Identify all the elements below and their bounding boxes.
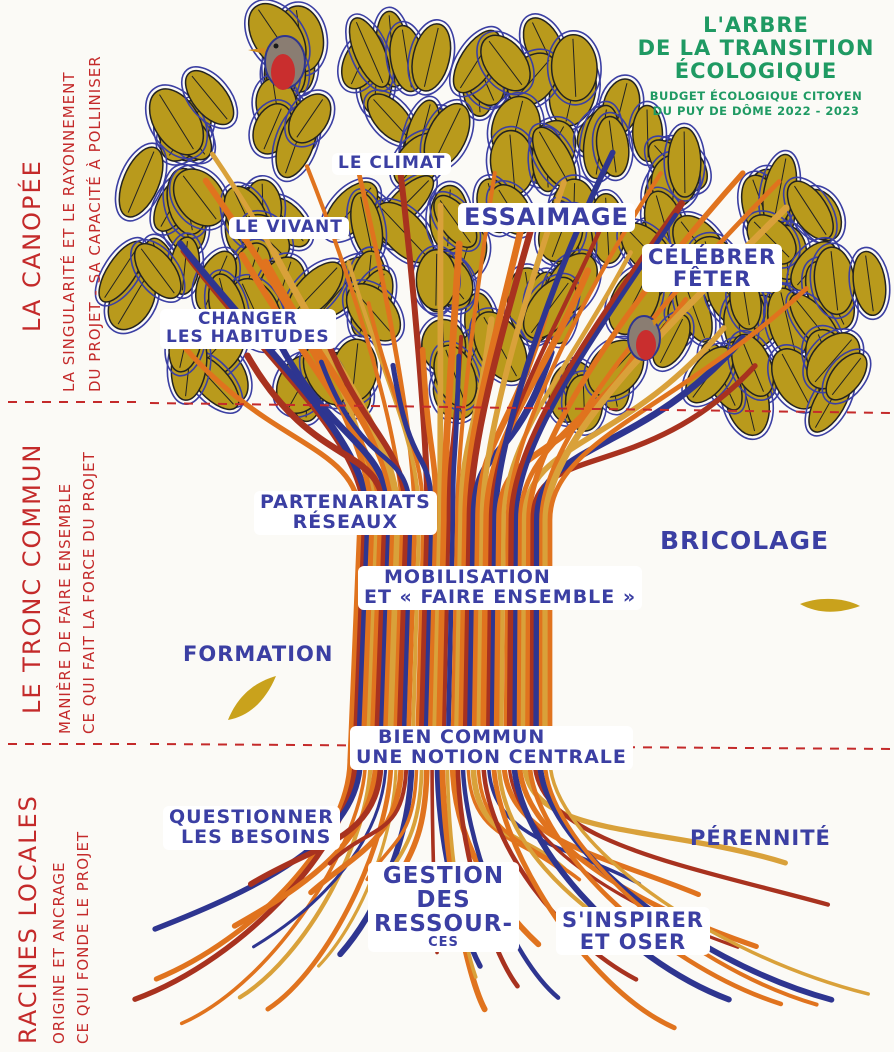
- label-partenariats: PARTENARIATS RÉSEAUX: [254, 491, 437, 535]
- section-trunk-line2: CE QUI FAIT LA FORCE DU PROJET: [80, 451, 98, 734]
- label-changer-line2: LES HABITUDES: [166, 326, 330, 347]
- label-perennite: PÉRENNITÉ: [690, 826, 831, 850]
- tree-trunk: [168, 149, 809, 764]
- label-gestion-line1: GESTION: [382, 863, 505, 889]
- label-bricolage: BRICOLAGE: [660, 526, 830, 555]
- label-essaimage: ESSAIMAGE: [458, 203, 635, 233]
- label-inspirer-line2: ET OSER: [579, 930, 687, 955]
- section-trunk: LE TRONC COMMUN MANIÈRE DE FAIRE ENSEMBL…: [18, 404, 98, 734]
- divider-trunk-roots: [149, 743, 894, 750]
- label-inspirer-oser: S'INSPIRER ET OSER: [556, 907, 710, 956]
- label-mobilisation-line1: MOBILISATION: [384, 566, 551, 588]
- label-celebrer: CÉLÉBRER FÊTER: [642, 244, 783, 293]
- label-partenariats-line2: RÉSEAUX: [292, 510, 399, 533]
- label-celebrer-line2: FÊTER: [672, 267, 752, 292]
- label-questionner-line2: LES BESOINS: [181, 825, 332, 848]
- tree-roots: [132, 757, 870, 1031]
- label-questionner: QUESTIONNER LES BESOINS: [163, 806, 340, 850]
- label-inspirer-line1: S'INSPIRER: [562, 908, 704, 932]
- subtitle-line-2: DU PUY DE DÔME 2022 - 2023: [652, 104, 860, 118]
- falling-leaf: [228, 676, 276, 720]
- section-canopy-line2: DU PROJET - SA CAPACITÉ À POLLINISER: [86, 55, 104, 392]
- label-le-vivant: LE VIVANT: [229, 217, 349, 239]
- section-canopy: LA CANOPÉE LA SINGULARITÉ ET LE RAYONNEM…: [18, 2, 104, 392]
- bird-icon: [248, 35, 306, 90]
- section-trunk-line1: MANIÈRE DE FAIRE ENSEMBLE: [56, 482, 74, 734]
- section-trunk-heading: LE TRONC COMMUN: [18, 442, 46, 714]
- section-roots-line1: ORIGINE ET ANCRAGE: [50, 861, 68, 1044]
- label-bien-commun: BIEN COMMUN UNE NOTION CENTRALE: [350, 726, 633, 770]
- label-le-climat: LE CLIMAT: [332, 153, 452, 175]
- divider-canopy-trunk: [149, 402, 894, 414]
- section-roots-heading: RACINES LOCALES: [14, 794, 42, 1044]
- label-changer-line1: CHANGER: [197, 309, 298, 329]
- section-canopy-heading: LA CANOPÉE: [18, 159, 46, 332]
- label-gestion-line4: CES: [428, 935, 459, 951]
- section-canopy-line1: LA SINGULARITÉ ET LE RAYONNEMENT: [60, 71, 78, 392]
- label-partenariats-line1: PARTENARIATS: [260, 491, 431, 513]
- label-questionner-line1: QUESTIONNER: [169, 806, 334, 828]
- section-roots-line2: CE QUI FONDE LE PROJET: [74, 830, 92, 1044]
- label-gestion-line2: DES: [416, 887, 471, 914]
- falling-leaf: [800, 598, 860, 612]
- subtitle-line-1: BUDGET ÉCOLOGIQUE CITOYEN: [649, 89, 863, 103]
- title-block: L'ARBRE DE LA TRANSITION ÉCOLOGIQUE BUDG…: [636, 14, 876, 119]
- label-formation: FORMATION: [183, 642, 334, 666]
- title-line-1: L'ARBRE: [703, 13, 809, 37]
- label-bien-commun-line1: BIEN COMMUN: [378, 726, 546, 748]
- label-gestion-line3: RESSOUR-: [374, 911, 514, 938]
- label-bien-commun-line2: UNE NOTION CENTRALE: [356, 745, 627, 768]
- bird-icon: [627, 315, 664, 361]
- label-changer-habitudes: CHANGER LES HABITUDES: [160, 309, 336, 349]
- section-roots: RACINES LOCALES ORIGINE ET ANCRAGE CE QU…: [14, 764, 92, 1044]
- label-celebrer-line1: CÉLÉBRER: [648, 245, 777, 269]
- title-line-2: DE LA TRANSITION: [637, 36, 875, 60]
- title-line-3: ÉCOLOGIQUE: [674, 59, 838, 83]
- label-mobilisation-line2: ET « FAIRE ENSEMBLE »: [364, 585, 637, 608]
- label-mobilisation: MOBILISATION ET « FAIRE ENSEMBLE »: [358, 566, 643, 610]
- label-gestion-ressources: GESTION DES RESSOUR- CES: [368, 862, 520, 953]
